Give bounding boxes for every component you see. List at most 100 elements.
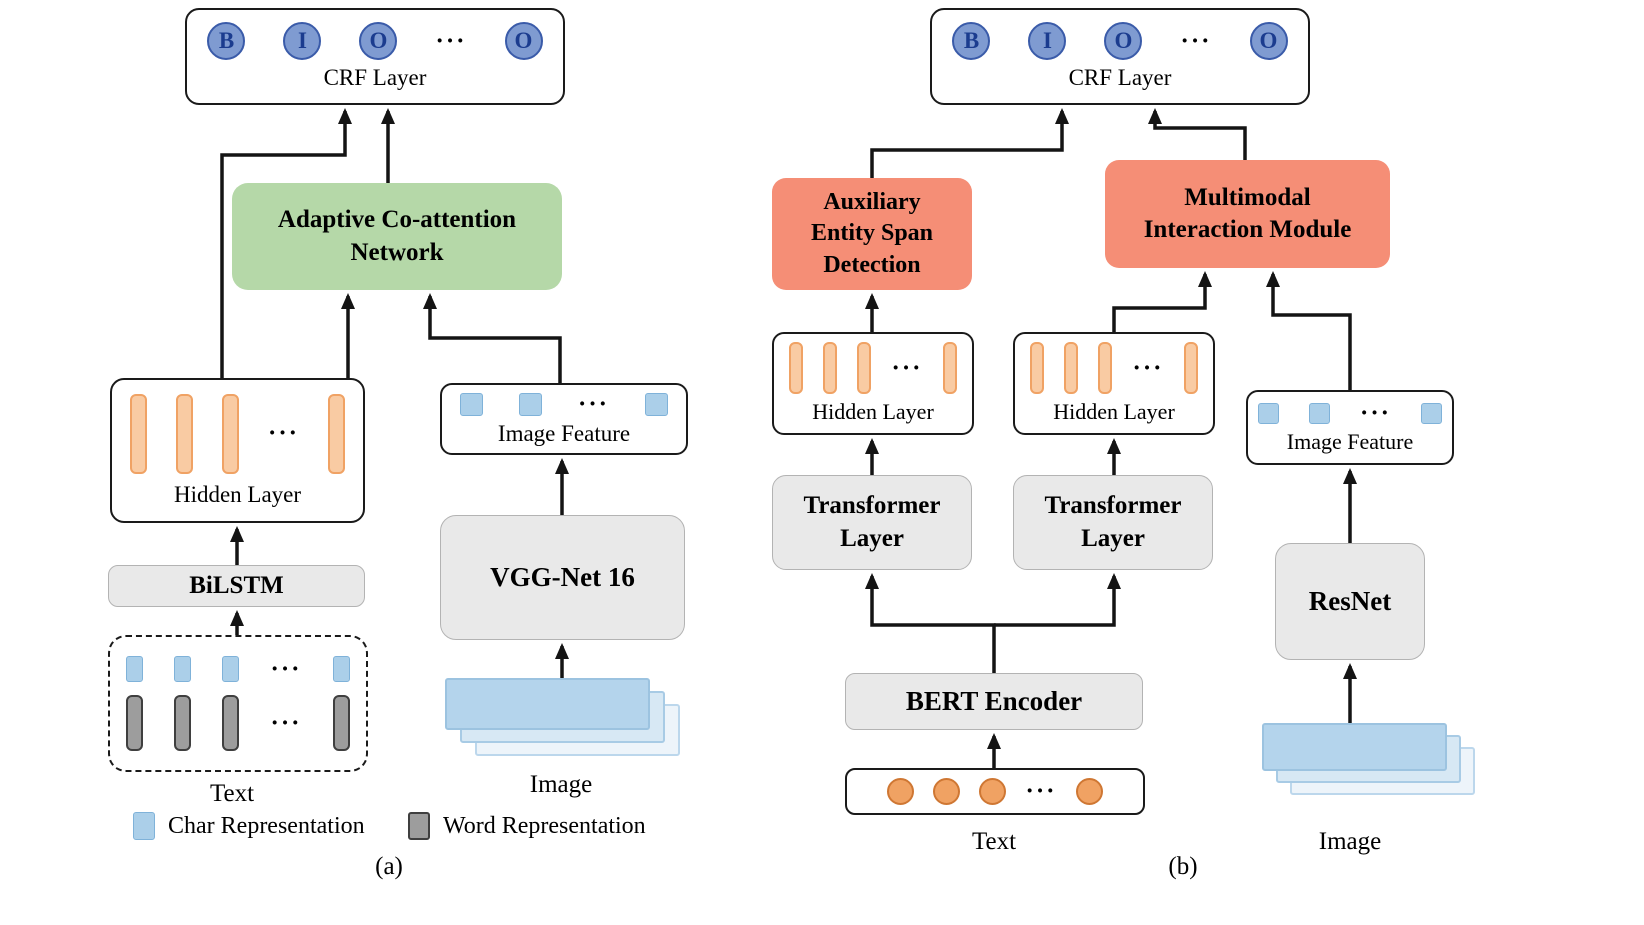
bio-tag-o: O [504, 22, 543, 61]
text-input-label: Text [971, 828, 1017, 855]
image-sheet [445, 678, 650, 730]
ellipsis: ··· [1025, 778, 1057, 805]
hidden-layer-label: Hidden Layer [1053, 399, 1175, 425]
legend-word-label: Word Representation [443, 812, 646, 839]
bilstm-box: BiLSTM [108, 565, 365, 607]
ellipsis: ··· [891, 354, 923, 382]
text-token-circle [1075, 778, 1103, 805]
ellipsis: ··· [1132, 354, 1164, 382]
image-feature-squares: ··· [1257, 399, 1442, 427]
arrow-span-detection-to-crf [870, 108, 1069, 178]
hidden-vector-bar [1064, 342, 1079, 395]
arrow-bert-to-transformer-left [865, 573, 996, 673]
image-sheet [1262, 723, 1447, 771]
arrow-hidden-skip-to-crf [220, 108, 352, 378]
hidden-vector-bar [857, 342, 872, 395]
module-label-line: Layer [1081, 524, 1145, 552]
ellipsis: ··· [270, 655, 302, 683]
module-label: ResNet [1308, 585, 1392, 616]
crf-layer-box: B I O ··· O CRF Layer [930, 8, 1310, 105]
arrow-imagefeature-to-interaction-module [1266, 271, 1352, 390]
text-token-circle [979, 778, 1007, 805]
caption-a: (a) [375, 853, 403, 880]
char-representation-square [174, 656, 192, 682]
module-label-line: Transformer [803, 492, 941, 519]
hidden-vector-row: ··· [129, 393, 345, 474]
hidden-vector-bar [1030, 342, 1045, 395]
crf-layer-box: B I O ··· O CRF Layer [185, 8, 565, 105]
ellipsis: ··· [270, 709, 302, 737]
module-label-line: Interaction Module [1143, 216, 1352, 243]
hidden-layer-box: ··· Hidden Layer [110, 378, 365, 523]
module-label-line: Auxiliary [823, 189, 921, 216]
hidden-vector-bar [1183, 342, 1198, 395]
module-label-line: Network [350, 238, 444, 266]
legend-char-label: Char Representation [168, 812, 365, 839]
multimodal-interaction-box: Multimodal Interaction Module [1105, 160, 1390, 268]
ellipsis: ··· [1359, 399, 1391, 427]
bert-encoder-box: BERT Encoder [845, 673, 1143, 730]
hidden-vector-bar [129, 393, 147, 474]
image-feature-box: ··· Image Feature [440, 383, 688, 455]
bio-tag-row: B I O ··· O [952, 22, 1288, 61]
module-label-line: Layer [840, 524, 904, 552]
legend-word-representation: Word Representation [408, 812, 646, 840]
arrow-interaction-module-to-crf [1148, 108, 1247, 160]
char-representation-square [222, 656, 240, 682]
module-label: VGG-Net 16 [490, 561, 635, 592]
word-swatch [408, 812, 430, 840]
bio-tag-o: O [359, 22, 398, 61]
module-label-line: Detection [823, 251, 921, 278]
hidden-vector-bar [175, 393, 193, 474]
image-input-stack [445, 678, 690, 760]
image-feature-label: Image Feature [497, 420, 631, 446]
hidden-layer-fused-box: ··· Hidden Layer [1013, 332, 1215, 435]
module-label-line: Entity Span [810, 220, 934, 247]
transformer-layer-right-box: Transformer Layer [1013, 475, 1213, 570]
arrow-bert-to-transformer-right [994, 573, 1121, 627]
char-representation-row: ··· [126, 655, 350, 683]
adaptive-coattention-box: Adaptive Co-attention Network [232, 183, 562, 290]
image-feature-label: Image Feature [1286, 428, 1414, 454]
ellipsis: ··· [1180, 27, 1212, 55]
image-input-stack [1262, 723, 1492, 803]
hidden-layer-text-box: ··· Hidden Layer [772, 332, 974, 435]
transformer-layer-left-box: Transformer Layer [772, 475, 972, 570]
resnet-box: ResNet [1275, 543, 1425, 660]
image-feature-box: ··· Image Feature [1246, 390, 1454, 465]
auxiliary-span-detection-box: Auxiliary Entity Span Detection [772, 178, 972, 290]
hidden-layer-label: Hidden Layer [812, 399, 934, 425]
text-input-box: ··· ··· [108, 635, 368, 772]
arrow-hidden-to-interaction-module [1112, 271, 1212, 332]
ellipsis: ··· [435, 27, 467, 55]
word-representation-row: ··· [126, 695, 350, 751]
bio-tag-o: O [1249, 22, 1288, 61]
word-representation-bar [174, 695, 192, 751]
image-feature-square [1257, 402, 1279, 424]
hidden-vector-bar [221, 393, 239, 474]
word-representation-bar [332, 695, 350, 751]
hidden-vector-row: ··· [1030, 342, 1198, 395]
hidden-vector-bar [942, 342, 957, 395]
image-feature-square [518, 392, 542, 416]
arrow-imagefeature-to-coattention [423, 293, 562, 383]
text-token-box: ··· [845, 768, 1145, 815]
module-label-line: Adaptive Co-attention [277, 206, 517, 233]
image-feature-squares: ··· [459, 392, 668, 417]
bio-tag-i: I [283, 22, 322, 61]
hidden-vector-bar [789, 342, 804, 395]
char-representation-square [126, 656, 144, 682]
module-label: BiLSTM [189, 571, 284, 599]
hidden-vector-bar [328, 393, 345, 474]
bio-tag-row: B I O ··· O [207, 22, 543, 61]
crf-layer-label: CRF Layer [1068, 65, 1172, 91]
bio-tag-i: I [1028, 22, 1067, 61]
bio-tag-b: B [207, 22, 246, 61]
module-label-line: Transformer [1044, 492, 1182, 519]
image-feature-square [1421, 402, 1442, 424]
legend-char-representation: Char Representation [133, 812, 365, 840]
text-token-circle [887, 778, 915, 805]
char-representation-square [332, 656, 350, 682]
bio-tag-o: O [1104, 22, 1143, 61]
